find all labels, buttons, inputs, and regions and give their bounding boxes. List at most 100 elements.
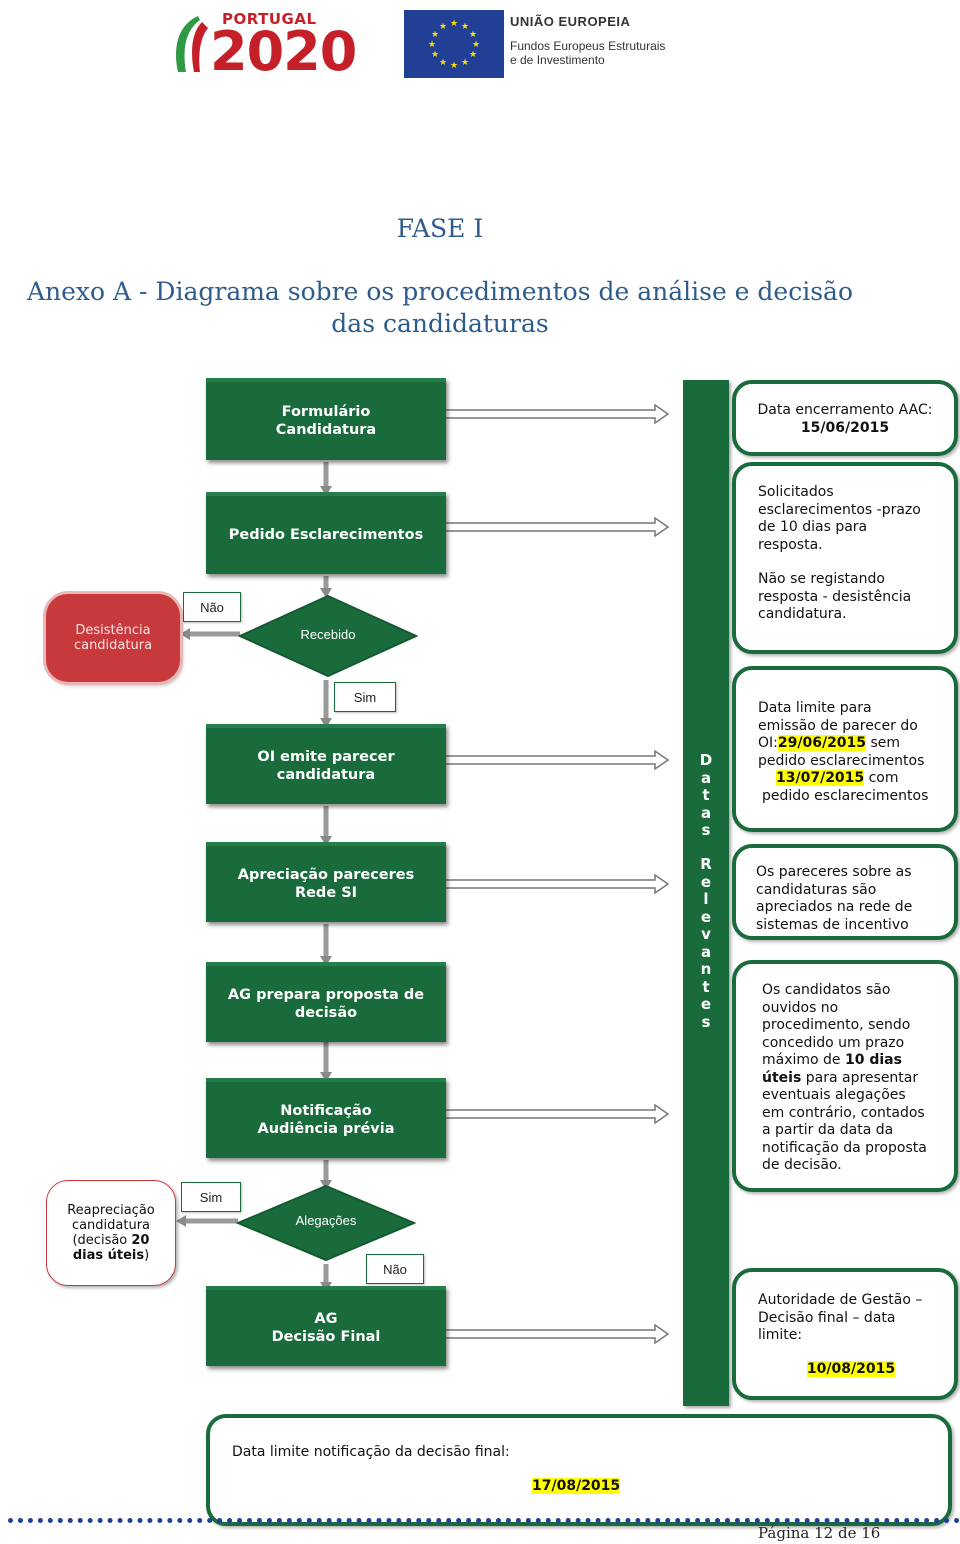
vertical-letter: R — [700, 855, 712, 873]
box-label: Audiência prévia — [257, 1121, 395, 1137]
info-arrows — [439, 403, 670, 1345]
portugal-2020-mark-icon — [176, 16, 208, 72]
info-text: Solicitados — [758, 484, 834, 500]
vertical-letter: n — [700, 960, 712, 978]
info-text: em contrário, contados — [762, 1104, 925, 1121]
sim-label: Sim — [334, 682, 396, 712]
info-text: 17/08/2015 — [232, 1477, 938, 1496]
text-part: úteis — [762, 1069, 802, 1086]
pedido-esclarecimentos-box: Pedido Esclarecimentos — [206, 492, 446, 574]
highlighted-date: 29/06/2015 — [777, 735, 867, 751]
info-box-notificacao-final: Data limite notificação da decisão final… — [206, 1414, 952, 1526]
box-label: Desistência — [75, 623, 151, 638]
decision-diamond-icon — [238, 594, 418, 678]
vertical-letter: e — [700, 995, 712, 1013]
info-text: esclarecimentos -prazo — [758, 501, 921, 518]
portugal-word: PORTUGAL — [222, 10, 317, 28]
info-box-decisao-final: Autoridade de Gestão – Decisão final – d… — [732, 1268, 958, 1400]
info-box-parecer-oi: Data limite para emissão de parecer do O… — [732, 666, 958, 832]
info-text: concedido um prazo — [762, 1034, 905, 1051]
eu-subtitle: Fundos Europeus Estruturais e de Investi… — [510, 39, 710, 67]
box-label: candidatura — [73, 638, 153, 653]
svg-text:★: ★ — [472, 40, 480, 50]
info-text: de decisão. — [762, 1157, 842, 1173]
text-part: 10 dias — [845, 1052, 902, 1068]
vertical-letter: a — [700, 942, 712, 961]
text-part: para apresentar — [801, 1069, 919, 1086]
info-text: pedido esclarecimentos — [762, 787, 929, 804]
flow-arrows — [184, 462, 329, 1284]
text-part: (decisão — [72, 1233, 132, 1248]
text-part: com — [864, 770, 899, 786]
info-text: Os pareceres sobre as — [756, 864, 912, 880]
datas-relevantes-bar: D a t a s R e l e v a n t e s — [683, 380, 729, 1406]
box-label: Reapreciação — [67, 1203, 155, 1218]
info-box-esclarecimentos: Solicitados esclarecimentos -prazo de 10… — [732, 462, 958, 654]
info-text: ouvidos no — [762, 999, 839, 1016]
box-label: Rede SI — [294, 885, 358, 901]
highlighted-date: 10/08/2015 — [806, 1360, 896, 1377]
info-text: resposta - desistência — [758, 588, 912, 605]
info-box-audiencia: Os candidatos são ouvidos no procediment… — [732, 960, 958, 1192]
vertical-word-datas: D a t a s — [683, 751, 729, 840]
box-label: (decisão 20 — [67, 1233, 155, 1248]
info-date: 15/06/2015 — [800, 419, 890, 436]
vertical-letter: v — [701, 925, 711, 943]
svg-text:★: ★ — [469, 50, 477, 60]
info-text: resposta. — [758, 536, 823, 553]
svg-text:★: ★ — [439, 58, 447, 68]
info-text: candidaturas são — [756, 881, 877, 898]
info-text: Autoridade de Gestão – — [758, 1292, 923, 1308]
box-label: candidatura — [276, 767, 376, 783]
page-number: Página 12 de 16 — [758, 1524, 881, 1542]
text-part: sem — [866, 735, 901, 751]
phase-title: FASE I — [396, 214, 484, 243]
page-title-line: das candidaturas — [331, 309, 549, 338]
box-label: Formulário — [281, 404, 371, 420]
vertical-letter: s — [701, 1012, 711, 1031]
info-box-rede-si: Os pareceres sobre as candidaturas são a… — [732, 844, 958, 940]
svg-text:★: ★ — [461, 22, 469, 32]
info-text: Decisão final – data — [758, 1309, 896, 1326]
vertical-letter: e — [700, 872, 712, 891]
info-text: Data encerramento AAC: — [757, 402, 933, 418]
nao-label: Não — [183, 592, 241, 622]
svg-text:★: ★ — [450, 19, 458, 29]
box-label: dias úteis) — [67, 1248, 155, 1263]
box-label: decisão — [294, 1005, 358, 1021]
box-label: OI emite parecer — [257, 749, 395, 765]
nao-label: Não — [366, 1254, 424, 1284]
info-text: Os candidatos são — [762, 982, 891, 998]
vertical-letter: a — [700, 803, 712, 822]
info-text: Data limite para — [758, 700, 872, 716]
info-text: máximo de 10 dias — [762, 1052, 944, 1070]
svg-text:★: ★ — [431, 50, 439, 60]
svg-text:★: ★ — [469, 30, 477, 40]
box-label: AG prepara proposta de — [227, 987, 425, 1003]
reapreciacao-candidatura-box: Reapreciação candidatura (decisão 20 dia… — [46, 1180, 176, 1286]
vertical-letter: e — [700, 907, 712, 926]
vertical-word-relevantes: R e l e v a n t e s — [683, 855, 729, 1031]
box-label: candidatura — [71, 1218, 151, 1233]
ag-prepara-proposta-box: AG prepara proposta de decisão — [206, 962, 446, 1042]
info-text: sistemas de incentivo — [756, 916, 909, 933]
page-title: Anexo A - Diagrama sobre os procedimento… — [0, 276, 880, 340]
info-text: pedido esclarecimentos — [758, 752, 925, 769]
info-text: apreciados na rede de — [756, 899, 913, 915]
info-text: a partir da data da — [762, 1122, 894, 1138]
eu-subtitle-line: Fundos Europeus Estruturais — [510, 39, 666, 53]
text-part: máximo de — [762, 1052, 845, 1068]
oi-emite-parecer-box: OI emite parecer candidatura — [206, 724, 446, 804]
svg-text:★: ★ — [450, 61, 458, 71]
info-text: notificação da proposta — [762, 1139, 927, 1156]
vertical-letter: D — [699, 751, 713, 769]
eu-title: UNIÃO EUROPEIA — [510, 14, 631, 29]
portugal-year: 2020 — [210, 20, 357, 83]
info-text: OI:29/06/2015 sem — [758, 735, 944, 753]
info-box-encerramento: Data encerramento AAC: 15/06/2015 — [732, 380, 958, 456]
